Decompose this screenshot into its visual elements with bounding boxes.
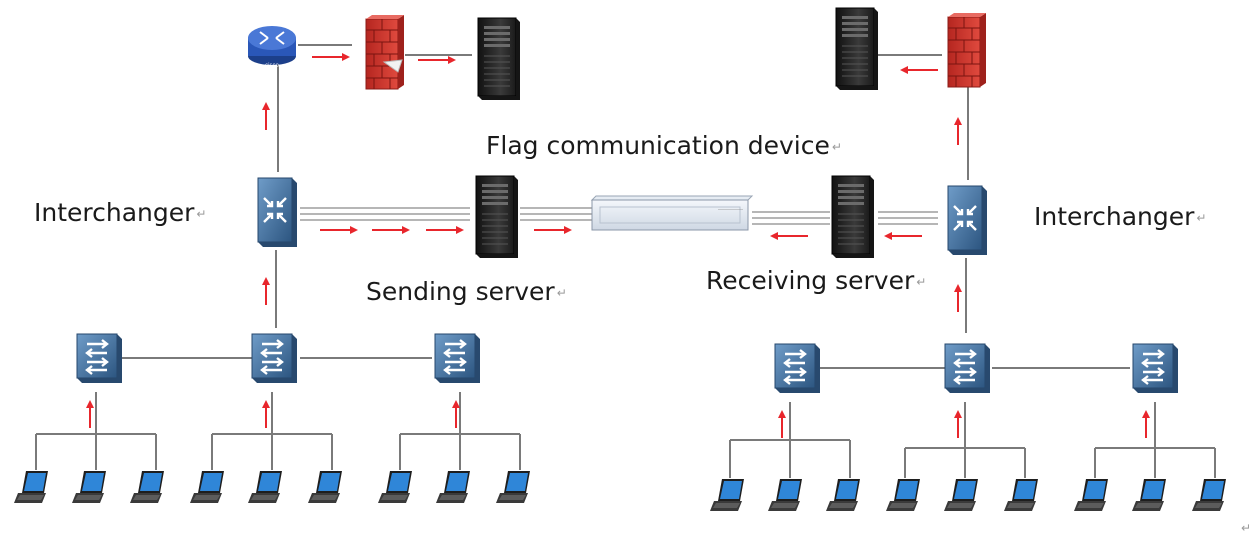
flow-arrow-right [319, 225, 359, 235]
flow-arrow-up [451, 399, 461, 429]
laptop-icon [72, 471, 106, 503]
laptop-icon [826, 479, 860, 511]
paragraph-mark: ↵ [916, 275, 927, 289]
flow-arrow-right [533, 225, 573, 235]
flow-arrow-right [417, 55, 457, 65]
paragraph-mark: ↵ [1241, 521, 1252, 535]
laptop-icon [710, 479, 744, 511]
laptop-icon [1004, 479, 1038, 511]
flow-arrow-left [883, 231, 923, 241]
laptops [14, 471, 1226, 511]
laptop-icon [436, 471, 470, 503]
flag-device-label-text: Flag communication device [486, 131, 830, 160]
flow-arrow-left [899, 65, 939, 75]
laptop-icon [496, 471, 530, 503]
router-badge: cisco [265, 63, 279, 69]
laptop-icon [1074, 479, 1108, 511]
flow-arrow-right [371, 225, 411, 235]
router-icon [248, 26, 296, 65]
flow-arrow-up [1141, 409, 1151, 439]
flow-arrow-up [953, 409, 963, 439]
receiving-server-icon [831, 175, 875, 259]
interchanger-icon [256, 176, 299, 249]
flow-arrow-up [261, 399, 271, 429]
interchanger-right-text: Interchanger [1034, 202, 1195, 231]
access-switch-icon [75, 332, 124, 385]
backbone-cables [300, 207, 938, 225]
flag-device-label: Flag communication device↵ [486, 133, 842, 158]
laptop-icon [886, 479, 920, 511]
connection-lines [35, 44, 1216, 478]
laptop-icon [130, 471, 164, 503]
flow-arrow-up [261, 101, 271, 131]
access-switch-icon [943, 342, 992, 395]
interchanger-left-text: Interchanger [34, 198, 195, 227]
sending-server-text: Sending server [366, 277, 555, 306]
laptop-icon [378, 471, 412, 503]
access-switch-icon [1131, 342, 1180, 395]
flag-device-brand: ————— [718, 207, 743, 213]
laptop-icon [248, 471, 282, 503]
access-switch-icon [773, 342, 822, 395]
receiving-server-label: Receiving server↵ [706, 268, 926, 293]
receiving-server-text: Receiving server [706, 266, 915, 295]
interchanger-icon [946, 184, 989, 257]
laptop-icon [14, 471, 48, 503]
paragraph-mark: ↵ [1196, 211, 1207, 225]
flow-arrow-up [953, 116, 963, 146]
flow-arrow-up [777, 409, 787, 439]
interchanger-left-label: Interchanger↵ [34, 200, 206, 225]
sending-server-icon [475, 175, 519, 259]
laptop-icon [1192, 479, 1226, 511]
interchanger-right-label: Interchanger↵ [1034, 204, 1206, 229]
laptop-icon [768, 479, 802, 511]
firewall-icon [947, 12, 987, 88]
server-icon [477, 17, 521, 101]
flow-arrows [85, 52, 1151, 439]
laptop-icon [944, 479, 978, 511]
flow-arrow-right [311, 52, 351, 62]
paragraph-mark: ↵ [831, 140, 842, 154]
end-paragraph-mark: ↵ [1241, 522, 1251, 534]
paragraph-mark: ↵ [196, 207, 207, 221]
flow-arrow-left [769, 231, 809, 241]
flow-arrow-up [261, 276, 271, 306]
firewall-flag-icon [382, 59, 403, 73]
laptop-icon [190, 471, 224, 503]
flag-communication-device-icon [590, 195, 754, 231]
access-switch-icon [250, 332, 299, 385]
firewall-icon [365, 14, 405, 90]
sending-server-label: Sending server↵ [366, 279, 567, 304]
access-switch-icon [433, 332, 482, 385]
flow-arrow-up [85, 399, 95, 429]
paragraph-mark: ↵ [556, 286, 567, 300]
flow-arrow-right [425, 225, 465, 235]
server-icon [835, 7, 879, 91]
laptop-icon [308, 471, 342, 503]
laptop-icon [1132, 479, 1166, 511]
flow-arrow-up [953, 283, 963, 313]
